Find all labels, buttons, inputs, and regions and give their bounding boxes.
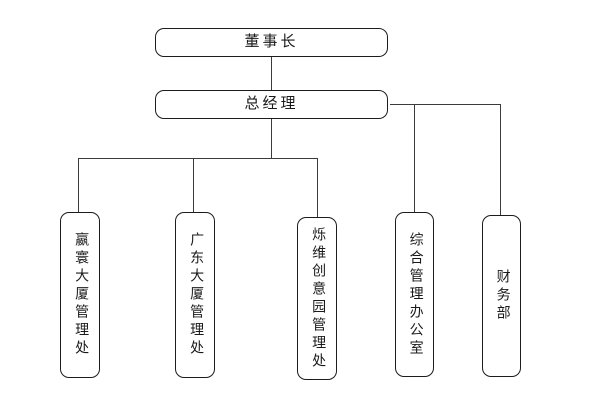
connector-drop-caiwu [500, 104, 501, 216]
node-chairman-label: 董事长 [244, 34, 299, 50]
node-general-manager[interactable]: 总经理 [155, 90, 388, 119]
node-chairman[interactable]: 董事长 [155, 28, 388, 57]
connector-drop-guangdong [193, 158, 194, 213]
node-department-zonghe[interactable]: 综合管理办公室 [395, 212, 434, 377]
connector-left-bus [78, 158, 318, 159]
node-department-shuowei[interactable]: 烁维创意园管理处 [297, 217, 337, 380]
node-department-caiwu-label: 财务部 [494, 269, 510, 323]
node-department-shuowei-label: 烁维创意园管理处 [310, 226, 326, 371]
node-department-yinghuan[interactable]: 嬴寰大厦管理处 [60, 212, 100, 378]
connector-right-bus [390, 104, 501, 105]
node-general-manager-label: 总经理 [244, 96, 299, 112]
connector-gm-stem-left [271, 118, 272, 158]
node-department-yinghuan-label: 嬴寰大厦管理处 [73, 232, 89, 358]
node-department-zonghe-label: 综合管理办公室 [407, 231, 423, 358]
connector-drop-yinghuan [78, 158, 79, 213]
node-department-guangdong[interactable]: 广东大厦管理处 [175, 212, 215, 378]
node-department-guangdong-label: 广东大厦管理处 [188, 232, 204, 358]
node-department-caiwu[interactable]: 财务部 [482, 215, 521, 377]
connector-drop-shuowei [317, 158, 318, 218]
connector-chairman-to-gm [271, 56, 272, 91]
connector-drop-zonghe [414, 104, 415, 213]
